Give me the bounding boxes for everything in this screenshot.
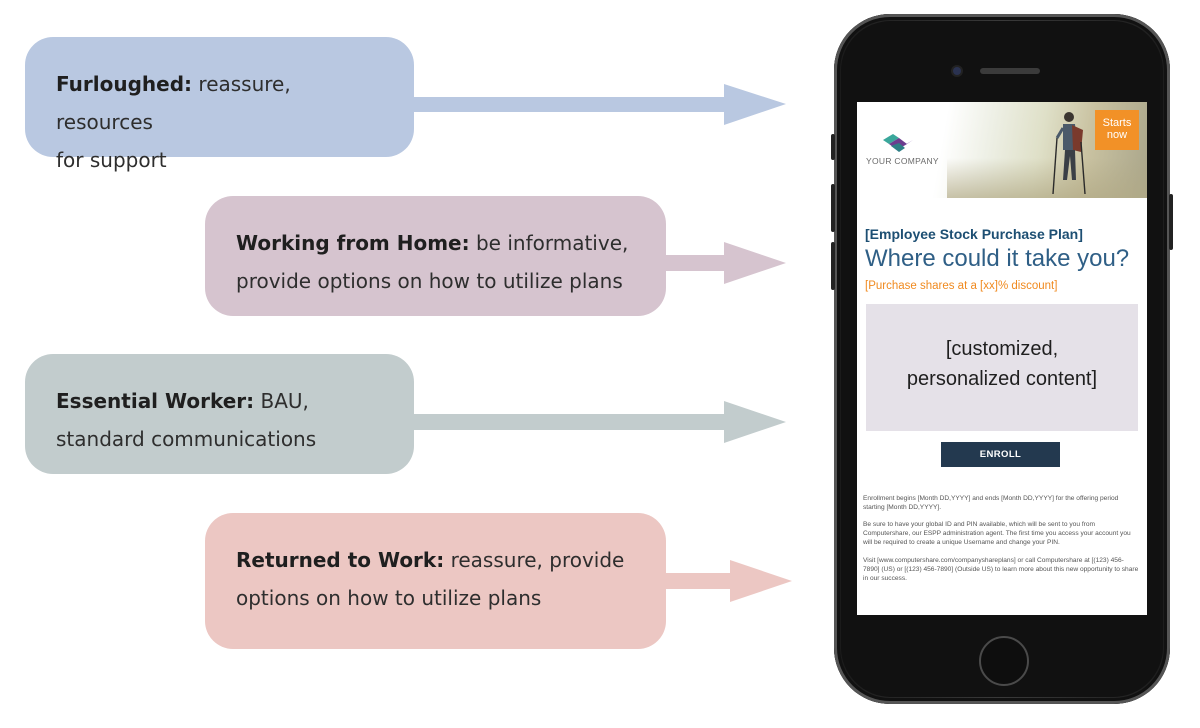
volume-down-button <box>831 242 835 290</box>
power-button <box>1169 194 1173 250</box>
segment-text: reassure, resources <box>56 72 291 134</box>
segment-text: be informative, <box>469 231 629 255</box>
volume-up-button <box>831 184 835 232</box>
segment-text-line-2: standard communications <box>56 427 317 451</box>
starts-now-badge[interactable]: Starts now <box>1095 110 1139 150</box>
badge-line-2: now <box>1106 129 1128 141</box>
arrow-essential-worker <box>412 401 786 443</box>
segment-label: Working from Home: <box>236 231 470 255</box>
segment-furloughed: Furloughed: reassure, resources for supp… <box>25 37 414 172</box>
discount-text: [Purchase shares at a [xx]% discount] <box>865 280 1058 292</box>
personalized-content-placeholder: [customized, personalized content] <box>866 304 1138 431</box>
email-screen: YOUR COMPANY Starts now [Employee Stock … <box>857 102 1147 615</box>
segment-label: Returned to Work: <box>236 548 445 572</box>
segment-returned-to-work: Returned to Work: reassure, provide opti… <box>205 513 666 649</box>
badge-line-1: Starts <box>1102 117 1132 129</box>
enrollment-dates-text: Enrollment begins [Month DD,YYYY] and en… <box>863 495 1119 511</box>
hero-landscape <box>947 158 1147 198</box>
arrow-returned-to-work <box>664 560 792 602</box>
front-camera-icon <box>953 67 961 75</box>
segment-label: Furloughed: <box>56 72 193 96</box>
company-logo-icon <box>883 134 913 152</box>
segment-label: Essential Worker: <box>56 389 255 413</box>
segment-text: BAU, <box>254 389 309 413</box>
arrow-working-from-home <box>664 242 786 284</box>
segment-text: reassure, provide <box>444 548 625 572</box>
mute-switch <box>831 134 835 160</box>
email-hero-banner: YOUR COMPANY Starts now <box>857 102 1147 198</box>
segment-text-line-2: for support <box>56 148 167 172</box>
credentials-text: Be sure to have your global ID and PIN a… <box>863 521 1131 546</box>
contact-info-text: Visit [www.computershare.com/companyshar… <box>863 557 1139 582</box>
enroll-button[interactable]: ENROLL <box>941 442 1060 467</box>
segment-text-line-2: provide options on how to utilize plans <box>236 269 623 293</box>
home-button[interactable] <box>979 636 1029 686</box>
plan-title: [Employee Stock Purchase Plan] <box>865 226 1083 242</box>
company-name: YOUR COMPANY <box>866 156 939 166</box>
hiker-image <box>1052 112 1086 195</box>
email-headline: Where could it take you? <box>865 245 1130 272</box>
speaker-grille <box>980 68 1040 74</box>
segment-working-from-home: Working from Home: be informative, provi… <box>205 196 666 316</box>
arrow-furloughed <box>412 84 786 125</box>
phone-mockup: YOUR COMPANY Starts now [Employee Stock … <box>831 14 1173 704</box>
segment-essential-worker: Essential Worker: BAU, standard communic… <box>25 354 414 474</box>
placeholder-line-1: [customized, <box>945 338 1059 360</box>
placeholder-line-2: personalized content] <box>906 368 1098 390</box>
segment-text-line-2: options on how to utilize plans <box>236 586 542 610</box>
